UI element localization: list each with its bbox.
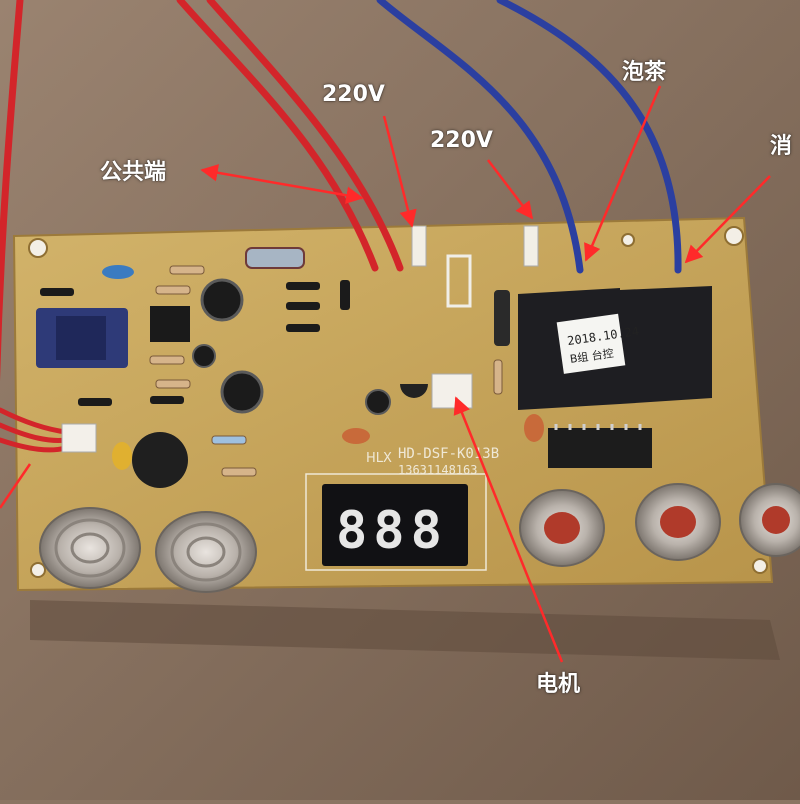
arrow-brew-tea	[584, 85, 662, 262]
arrow-motor	[453, 396, 564, 663]
capacitor-small	[192, 344, 216, 368]
board-shadow	[30, 600, 780, 660]
touch-springs	[39, 483, 800, 593]
capacitor-center	[365, 389, 391, 415]
resistors	[149, 265, 503, 477]
relay-sticker	[556, 313, 626, 374]
ic-chip	[150, 306, 190, 342]
board-brand-text: HLX	[366, 451, 392, 466]
relay-tag-text: B组 台控	[569, 346, 615, 366]
blue-wires	[376, 0, 682, 274]
transistor	[400, 384, 428, 398]
label-motor: 电机	[536, 672, 581, 697]
arrow-220v-left	[382, 115, 417, 228]
label-brew-tea: 泡茶	[622, 60, 667, 85]
label-disinfect: 消	[770, 134, 793, 159]
left-connector	[61, 423, 97, 453]
arrow-common-terminal	[200, 164, 364, 204]
driver-ic	[548, 428, 652, 468]
buzzer	[132, 432, 188, 488]
label-220v-left: 220V	[322, 82, 385, 107]
terminal-220v-right	[523, 225, 539, 267]
fuse	[494, 290, 510, 346]
diodes	[40, 280, 350, 406]
led-digits: 888	[336, 501, 448, 561]
capacitor-large	[200, 278, 244, 322]
yellow-capacitor	[112, 442, 132, 470]
board-model-text: HD-DSF-K013B	[398, 446, 499, 462]
label-220v-right: 220V	[430, 128, 493, 153]
label-common-terminal: 公共端	[100, 160, 167, 185]
mounting-holes	[28, 226, 768, 578]
power-resistor	[245, 247, 305, 269]
board-phone-text: 13631148163	[398, 463, 477, 477]
led-display	[322, 484, 468, 566]
ceramic-capacitor	[102, 265, 134, 279]
arrow-disinfect	[684, 175, 771, 264]
relays	[518, 286, 712, 410]
motor-connector	[431, 373, 473, 409]
red-wires	[0, 0, 404, 382]
terminal-220v-left	[411, 225, 427, 267]
ceramic-cap-brown	[342, 428, 370, 444]
arrow-220v-right	[487, 159, 534, 220]
arrow-left-connector	[0, 463, 32, 509]
capacitor-medium	[220, 370, 264, 414]
left-red-wires	[0, 407, 69, 453]
annotation-arrows	[0, 85, 771, 663]
